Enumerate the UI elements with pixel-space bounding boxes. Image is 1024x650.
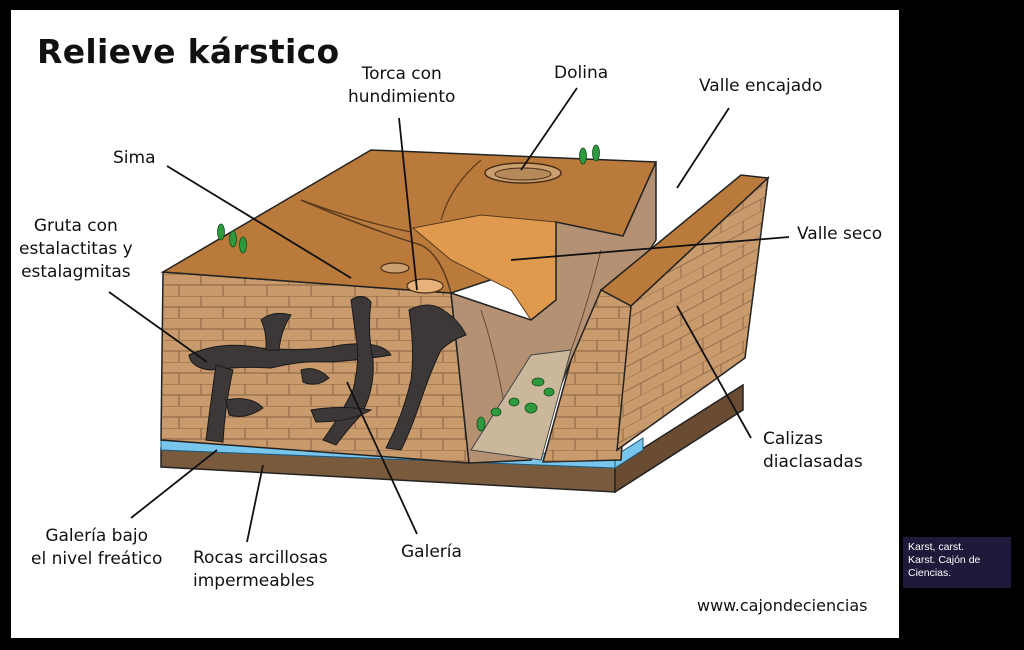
label-calizas: Calizas diaclasadas xyxy=(763,429,863,472)
caption-box: Karst, carst. Karst. Cajón de Ciencias. xyxy=(903,537,1011,588)
label-rocas: Rocas arcillosas impermeables xyxy=(193,548,328,591)
diagram-title: Relieve kárstico xyxy=(37,32,340,71)
label-sima: Sima xyxy=(113,148,156,168)
canyon-cliff-face xyxy=(450,161,657,464)
label-valle-seco: Valle seco xyxy=(797,224,883,244)
label-torca: Torca con hundimiento xyxy=(348,64,456,107)
leader-lines xyxy=(108,87,790,543)
label-galeria: Galería xyxy=(401,542,462,562)
gorge-floor xyxy=(470,349,572,461)
karst-block-diagram xyxy=(108,87,790,543)
label-galeria-bajo: Galería bajo el nivel freático xyxy=(31,526,163,569)
water-table-side xyxy=(614,437,644,469)
vegetation xyxy=(217,144,600,432)
label-dolina: Dolina xyxy=(554,63,609,83)
label-valle-encajado: Valle encajado xyxy=(699,76,823,96)
cave-system xyxy=(188,296,467,451)
website-credit: www.cajondeciencias xyxy=(697,596,868,615)
clay-base-side xyxy=(614,383,744,494)
slide: Relieve kárstico Torca con hundimiento D… xyxy=(11,10,899,638)
label-gruta: Gruta con estalactitas y estalagmitas xyxy=(19,216,133,282)
